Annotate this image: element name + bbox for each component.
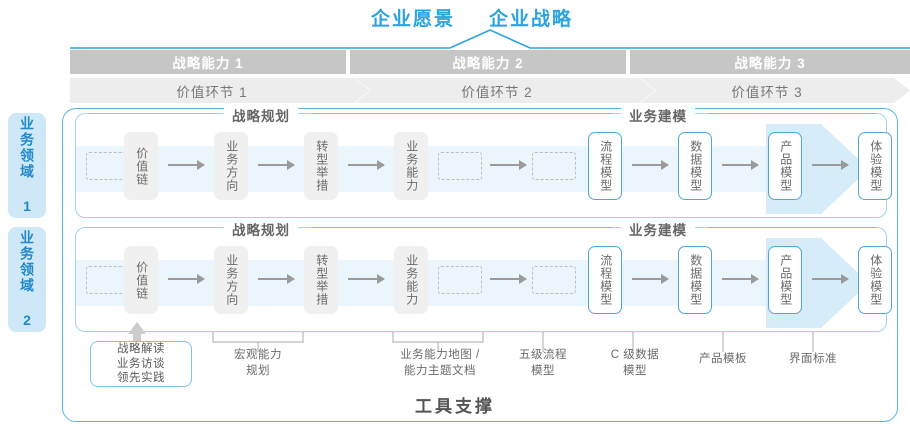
node-label: 业务能力 (404, 254, 419, 306)
placeholder-box (532, 266, 576, 294)
node-experience-model-1: 体验模型 (858, 132, 892, 200)
node-experience-model-2: 体验模型 (858, 246, 892, 314)
value-chain-segment-1[interactable]: 价值环节 1 (70, 78, 370, 103)
section-rule-left-2 (88, 227, 218, 228)
placeholder-box (532, 152, 576, 180)
flow-arrow-icon (490, 160, 527, 170)
section-title-modeling-1: 业务建模 (621, 105, 695, 125)
domain-row-1: 战略规划 业务建模 价值链 业务方向 转型举措 业务能力 流程模型 数据模型 (75, 105, 892, 218)
node-business-capability-2: 业务能力 (394, 246, 428, 314)
node-label: 数据模型 (688, 254, 703, 306)
node-label: 产品模型 (778, 140, 793, 192)
strategic-capability-row: 战略能力 1 战略能力 2 战略能力 3 (70, 50, 910, 74)
node-label: 业务方向 (224, 254, 239, 306)
node-label: 流程模型 (598, 254, 613, 306)
node-business-direction-1: 业务方向 (214, 132, 248, 200)
node-process-model-1: 流程模型 (588, 132, 622, 200)
tool-label-macro-capability: 宏观能力 规划 (234, 349, 282, 377)
node-data-model-2: 数据模型 (678, 246, 712, 314)
flow-arrow-icon (168, 274, 205, 284)
flow-arrow-icon (490, 274, 527, 284)
node-product-model-2: 产品模型 (768, 246, 802, 314)
node-label: 转型举措 (314, 254, 329, 306)
section-rule-left-1 (88, 113, 218, 114)
flow-arrow-icon (348, 160, 385, 170)
node-business-capability-1: 业务能力 (394, 132, 428, 200)
section-rule-right-2 (708, 227, 876, 228)
node-label: 体验模型 (868, 254, 883, 306)
framework-outer-frame (62, 108, 898, 422)
node-label: 体验模型 (868, 140, 883, 192)
node-label: 业务能力 (404, 140, 419, 192)
enterprise-strategy-title: 企业战略 (489, 9, 574, 30)
tool-uplink-arrow-icon (128, 322, 146, 334)
tool-label-data-model: C 级数据 模型 (610, 349, 660, 377)
placeholder-box (438, 152, 482, 180)
flow-arrow-icon (722, 160, 759, 170)
flow-arrow-icon (812, 274, 849, 284)
capability-bar-3[interactable]: 战略能力 3 (630, 50, 910, 74)
capability-bar-1[interactable]: 战略能力 1 (70, 50, 346, 74)
flow-arrow-icon (722, 274, 759, 284)
capability-label-3: 战略能力 3 (734, 56, 806, 71)
tool-uplink-stem (133, 332, 141, 342)
node-value-chain-1: 价值链 (124, 132, 158, 200)
placeholder-box (438, 266, 482, 294)
node-value-chain-2: 价值链 (124, 246, 158, 314)
domain-tab-label-2: 业务领域 2 (19, 229, 35, 330)
node-transformation-1: 转型举措 (304, 132, 338, 200)
value-chain-label-1: 价值环节 1 (176, 84, 248, 100)
flow-arrow-icon (632, 274, 669, 284)
node-data-model-1: 数据模型 (678, 132, 712, 200)
section-title-planning-1: 战略规划 (224, 105, 298, 125)
flow-arrow-icon (348, 274, 385, 284)
flow-arrow-icon (258, 274, 295, 284)
tool-label-product-template: 产品模板 (699, 353, 747, 365)
value-chain-row: 价值环节 1 价值环节 2 价值环节 3 (70, 78, 910, 103)
value-chain-label-3: 价值环节 3 (731, 84, 803, 100)
node-label: 转型举措 (314, 140, 329, 192)
section-rule-mid-2 (312, 227, 612, 228)
node-label: 价值链 (134, 260, 149, 300)
node-label: 价值链 (134, 146, 149, 186)
capability-bar-2[interactable]: 战略能力 2 (350, 50, 626, 74)
node-product-model-1: 产品模型 (768, 132, 802, 200)
vision-strategy-connector (70, 28, 910, 50)
tool-support-title: 工具支撑 (415, 397, 495, 416)
domain-tab-1[interactable]: 业务领域 1 (8, 113, 46, 218)
enterprise-vision-title: 企业愿景 (371, 9, 456, 30)
value-chain-label-2: 价值环节 2 (461, 84, 533, 100)
domain-row-2: 战略规划 业务建模 价值链 业务方向 转型举措 业务能力 流程模型 数据模型 (75, 219, 892, 332)
section-title-modeling-2: 业务建模 (621, 219, 695, 239)
node-label: 业务方向 (224, 140, 239, 192)
section-rule-right-1 (708, 113, 876, 114)
flow-arrow-icon (812, 160, 849, 170)
section-title-planning-2: 战略规划 (224, 219, 298, 239)
value-chain-segment-2[interactable]: 价值环节 2 (355, 78, 655, 103)
capability-label-2: 战略能力 2 (452, 56, 524, 71)
tool-bracket-connectors (0, 330, 910, 360)
section-rule-mid-1 (312, 113, 612, 114)
domain-tab-2[interactable]: 业务领域 2 (8, 227, 46, 332)
node-transformation-2: 转型举措 (304, 246, 338, 314)
capability-label-1: 战略能力 1 (172, 56, 244, 71)
node-business-direction-2: 业务方向 (214, 246, 248, 314)
flow-arrow-icon (258, 160, 295, 170)
tool-label-ui-standard: 界面标准 (789, 353, 837, 365)
tool-label-process-model: 五级流程 模型 (519, 349, 567, 377)
flow-arrow-icon (168, 160, 205, 170)
tool-label-capability-map: 业务能力地图 / 能力主题文档 (400, 349, 480, 377)
node-process-model-2: 流程模型 (588, 246, 622, 314)
node-label: 数据模型 (688, 140, 703, 192)
flow-arrow-icon (632, 160, 669, 170)
value-chain-segment-3[interactable]: 价值环节 3 (640, 78, 910, 103)
node-label: 产品模型 (778, 254, 793, 306)
node-label: 流程模型 (598, 140, 613, 192)
domain-tab-label-1: 业务领域 1 (19, 115, 35, 216)
tool-box-strategy-interpretation[interactable]: 战略解读 业务访谈 领先实践 (90, 341, 192, 387)
